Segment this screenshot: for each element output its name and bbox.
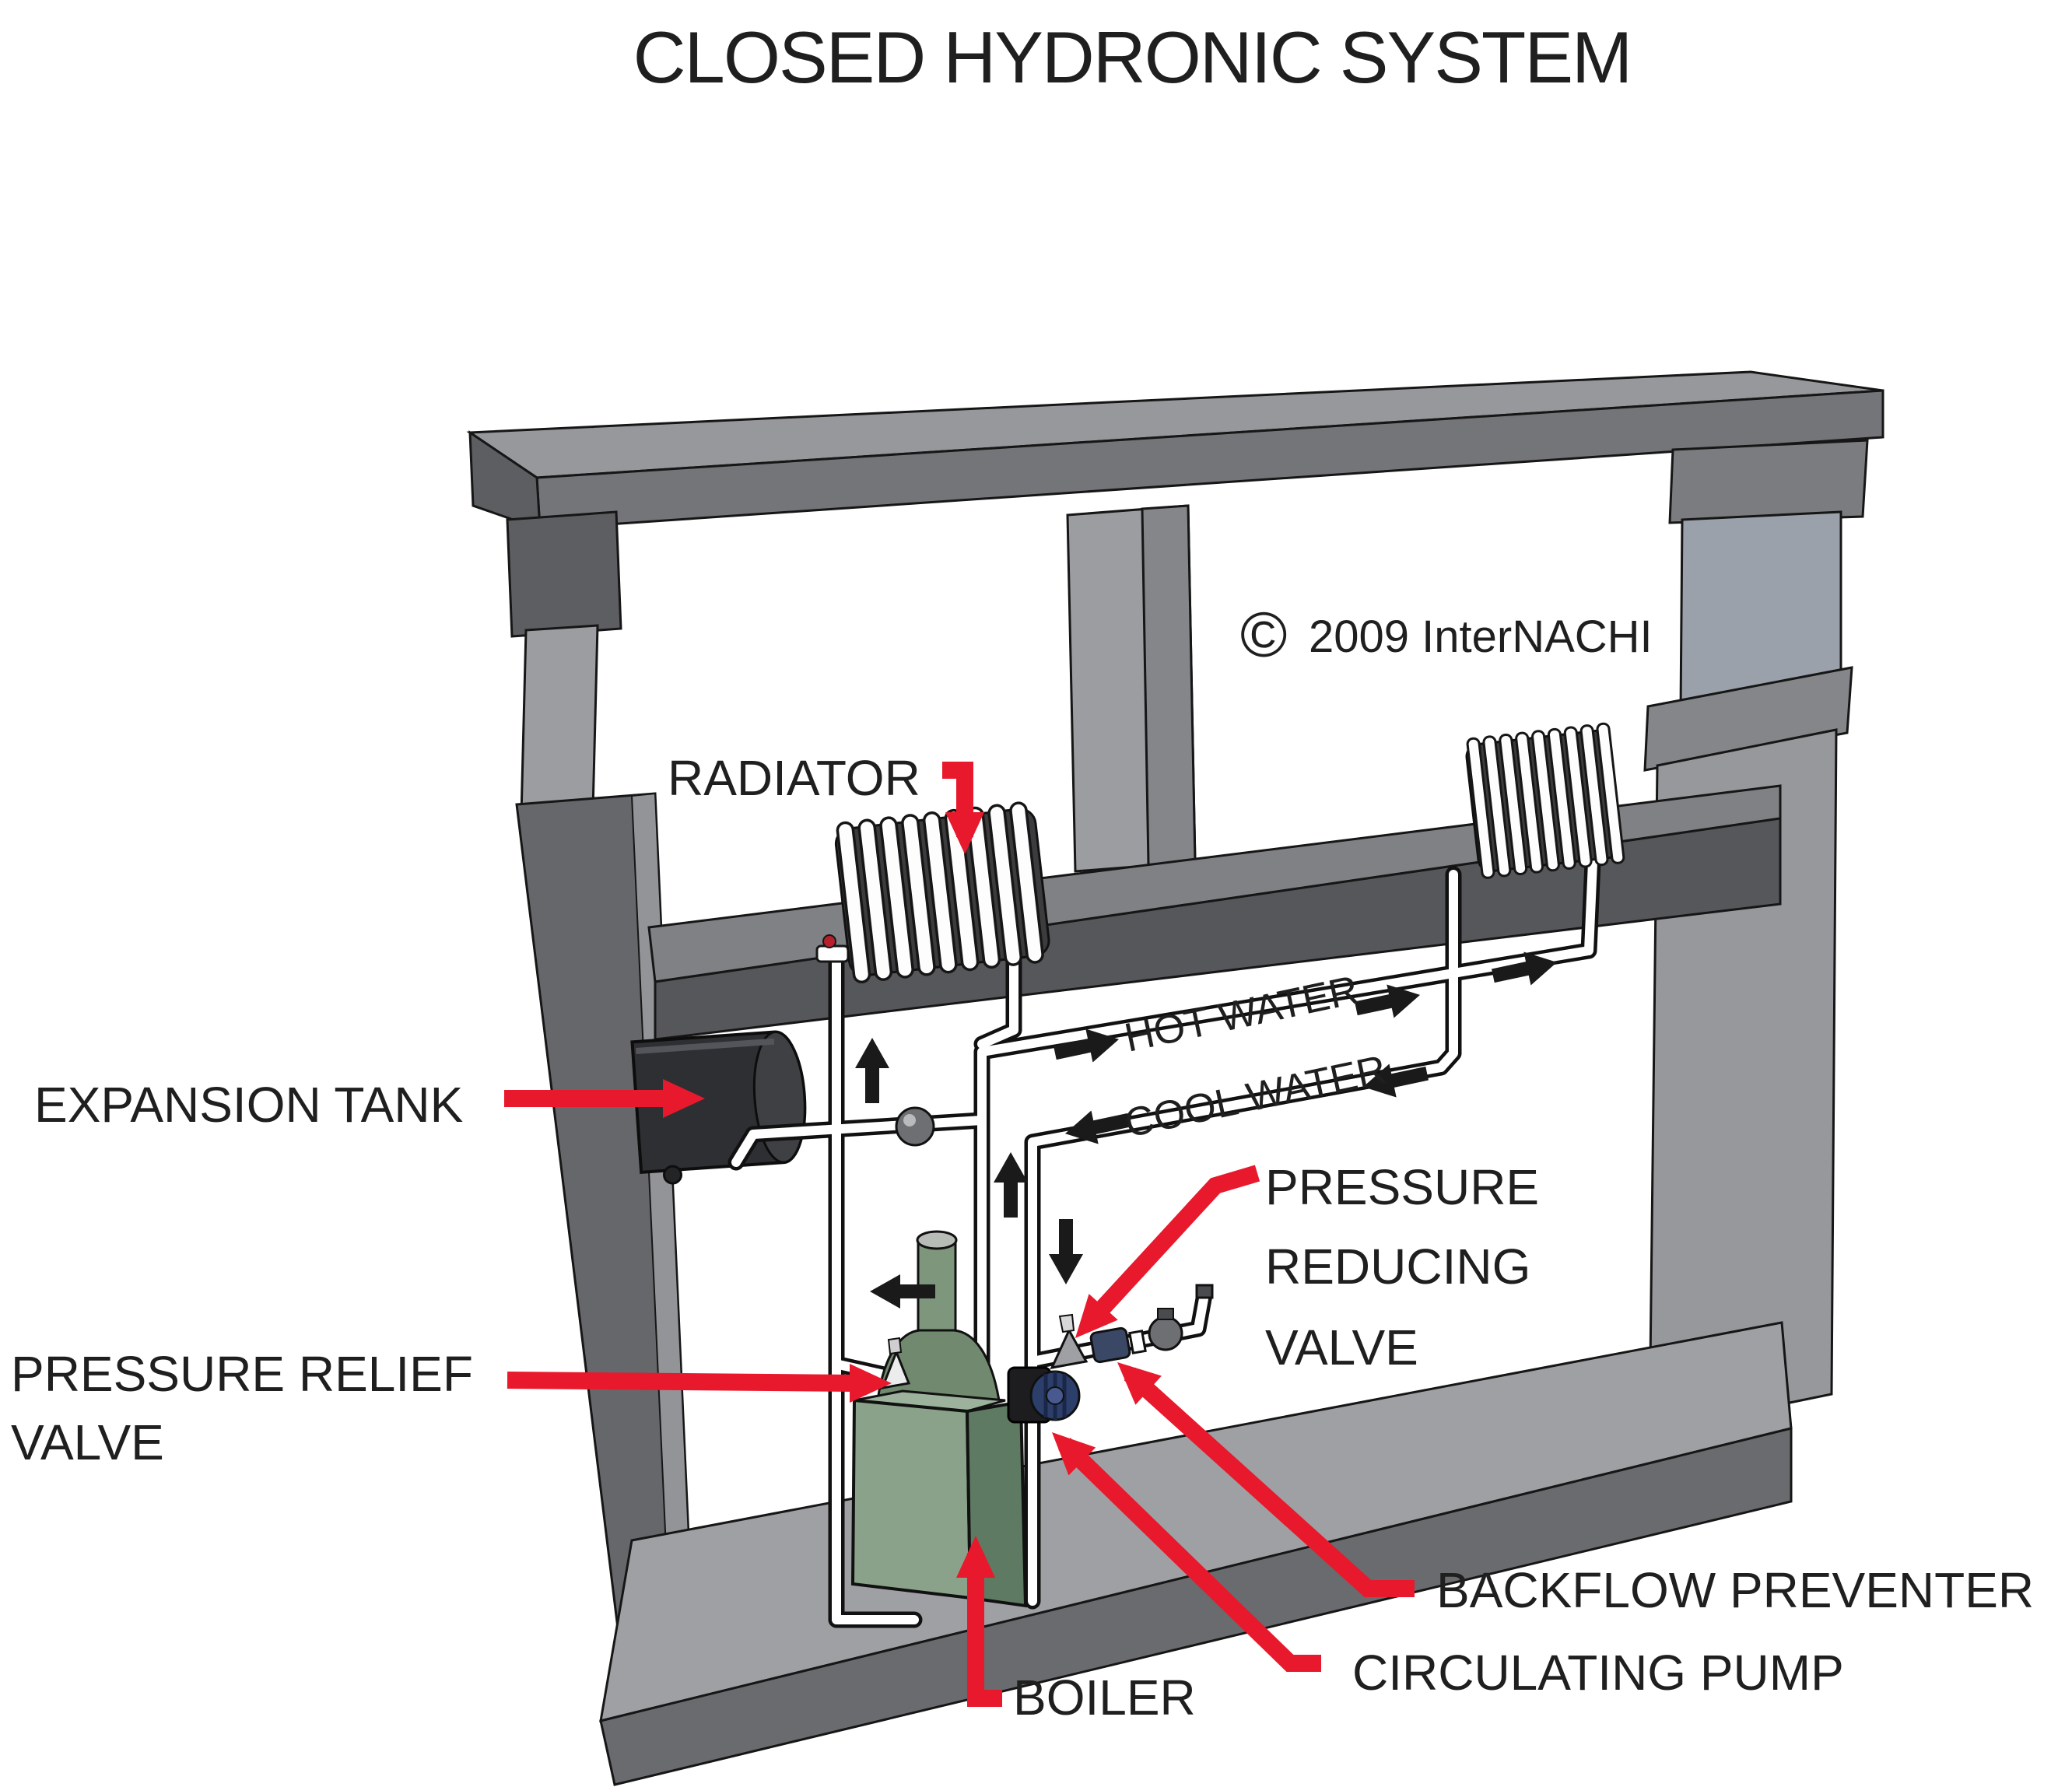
radiator-tube xyxy=(1009,801,1044,964)
label-cool-water: COOL WATER xyxy=(1120,1047,1390,1147)
expansion-tank-fitting xyxy=(662,1165,682,1185)
radiator-left xyxy=(834,801,1050,984)
left-radiator-valve-body xyxy=(815,944,850,963)
radiator-tube xyxy=(1547,727,1576,870)
makeup-ball-valve xyxy=(1148,1316,1183,1351)
makeup-ball-valve-stem xyxy=(1157,1308,1174,1320)
flow-arrow-up-icon xyxy=(855,1038,889,1103)
radiator-tube xyxy=(857,818,893,981)
flow-arrow-down-icon xyxy=(1049,1219,1083,1284)
label-radiator: RADIATOR xyxy=(668,750,920,806)
pump-nose xyxy=(1046,1386,1064,1405)
copyright-symbol: © xyxy=(1240,600,1287,671)
hot-supply-pipe xyxy=(977,840,1598,1369)
radiator-tube xyxy=(1499,733,1528,876)
label-circulating-pump: CIRCULATING PUMP xyxy=(1352,1645,1844,1701)
radiator-tube xyxy=(1531,730,1560,872)
radiator-tube xyxy=(1482,735,1512,878)
radiator-tube xyxy=(901,814,936,976)
pressure-reducing-valve-stem xyxy=(1058,1313,1075,1333)
flow-arrow-up-icon xyxy=(994,1152,1028,1218)
boiler-leader xyxy=(967,1553,1002,1707)
label-pressure-reducing-line3: VALVE xyxy=(1265,1319,1418,1375)
radiator-tube xyxy=(1563,726,1593,868)
left-upper-column xyxy=(520,624,599,817)
left-radiator-valve-handle xyxy=(822,934,836,948)
leader-lines xyxy=(504,762,1415,1707)
radiator-tube xyxy=(1515,731,1544,874)
boiler xyxy=(850,1230,1028,1608)
radiator-tube xyxy=(1596,722,1625,864)
label-boiler: BOILER xyxy=(1013,1670,1196,1726)
pressure-reducing-valve-device xyxy=(1050,1327,1089,1369)
cool-return-pipe xyxy=(1028,870,1458,1606)
copyright-text: 2009 InterNACHI xyxy=(1309,611,1653,662)
left-cap-block xyxy=(506,510,622,638)
label-backflow-preventer: BACKFLOW PREVENTER xyxy=(1436,1562,2034,1618)
left-riser-pipe xyxy=(832,951,919,1624)
right-cap-block xyxy=(1668,439,1869,524)
page-title: CLOSED HYDRONIC SYSTEM xyxy=(633,16,1632,98)
piping xyxy=(727,836,1602,1628)
label-expansion-tank: EXPANSION TANK xyxy=(34,1077,463,1133)
right-mid-block xyxy=(1643,666,1853,772)
tank-line-ball-valve-highlight xyxy=(903,1114,916,1127)
bottom-floor-front-face xyxy=(599,1427,1793,1786)
pressure-reducing-leader xyxy=(1082,1165,1260,1329)
radiator-right xyxy=(1465,722,1625,879)
radiator-tube xyxy=(987,804,1022,966)
label-pressure-relief-line2: VALVE xyxy=(11,1414,164,1470)
label-pressure-reducing-line2: REDUCING xyxy=(1265,1239,1530,1295)
label-pressure-relief-line1: PRESSURE RELIEF xyxy=(11,1346,473,1402)
radiator-tube xyxy=(944,808,980,972)
circulating-pump xyxy=(1007,1366,1081,1424)
union-fitting xyxy=(1128,1330,1147,1354)
radiator-tube xyxy=(966,806,1001,969)
tank-line-ball-valve xyxy=(895,1106,935,1147)
middle-stud-shade xyxy=(1141,504,1197,867)
radiator-tube xyxy=(922,811,958,974)
pressure-relief-valve-stem xyxy=(887,1337,903,1355)
circulating-pump-leader xyxy=(1058,1438,1321,1672)
boiler-front-face xyxy=(850,1398,973,1600)
fittings xyxy=(815,832,1607,1369)
expansion-tank xyxy=(630,1030,807,1185)
label-hot-water: HOT WATER xyxy=(1120,968,1362,1061)
backflow-preventer-leader xyxy=(1124,1367,1415,1597)
pressure-relief-leader xyxy=(507,1372,857,1392)
expansion-tank-highlight xyxy=(636,1038,775,1054)
radiator-tube xyxy=(1579,724,1609,867)
makeup-end-cap xyxy=(1195,1284,1214,1299)
radiator-tube xyxy=(1466,737,1495,879)
pressure-relief-valve-device xyxy=(880,1348,911,1389)
label-pressure-reducing-line1: PRESSURE xyxy=(1265,1159,1539,1215)
backflow-preventer-device xyxy=(1089,1326,1131,1364)
radiator-tube xyxy=(879,816,914,979)
radiator-tube xyxy=(836,821,871,984)
makeup-water-pipe xyxy=(1028,1290,1209,1366)
boiler-flue-top xyxy=(916,1230,958,1250)
